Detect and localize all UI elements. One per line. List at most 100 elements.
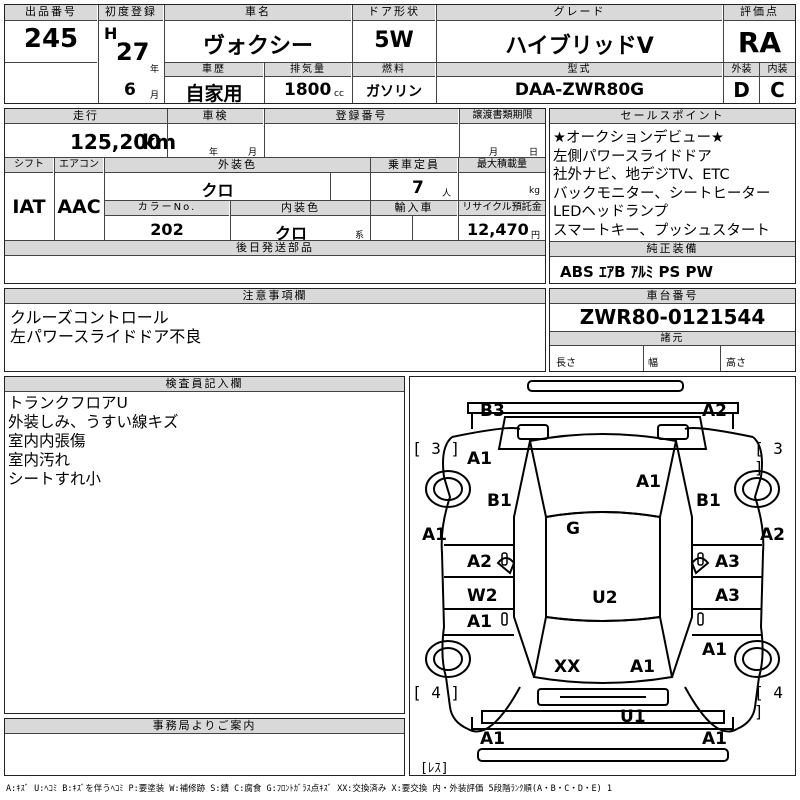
- displacement-label: 排気量: [265, 63, 351, 77]
- sales-point: スマートキー、プッシュスタート: [553, 222, 770, 239]
- month-unit: 月: [150, 91, 160, 101]
- door-label: ドア形状: [353, 5, 435, 21]
- tire-rr: [ 4 ]: [754, 683, 783, 721]
- seats-label: 乗車定員: [371, 158, 457, 173]
- color-label: 外装色: [105, 158, 370, 173]
- dim-length: 長さ: [556, 358, 576, 369]
- int-color: クロ: [274, 224, 307, 243]
- inspection-label: 車検: [168, 109, 263, 124]
- mark-a1-roof: A1: [630, 657, 655, 677]
- mark-a1-hood: A1: [636, 472, 661, 492]
- mark-b3: B3: [480, 401, 505, 421]
- mark-a1-rr: A1: [702, 640, 727, 660]
- mark-a1-rr-corner: A1: [702, 729, 727, 749]
- history: 自家用: [185, 83, 243, 105]
- era: H: [104, 24, 118, 43]
- equipment: ABS ｴｱB ｱﾙﾐ PS PW: [560, 263, 714, 281]
- tire-fl: [ 3 ]: [412, 439, 461, 458]
- ac: AAC: [57, 196, 101, 218]
- recycle-label: リサイクル預託金: [459, 201, 545, 216]
- shift-label: シフト: [5, 158, 53, 173]
- cc-unit: cc: [334, 89, 344, 99]
- color-no-label: カラーNo.: [105, 201, 229, 216]
- inspector-box: [4, 376, 405, 714]
- score-label: 評価点: [724, 5, 795, 21]
- history-label: 車歴: [165, 63, 263, 77]
- reg-year: 27: [116, 38, 150, 66]
- inspector-label: 検査員記入欄: [5, 377, 404, 392]
- dim-height: 高さ: [726, 358, 746, 369]
- tire-rl: [ 4 ]: [412, 683, 461, 702]
- sales-point: ★オークションデビュー★: [553, 130, 724, 146]
- mark-u1: U1: [620, 707, 646, 727]
- sales-points-list: ★オークションデビュー★ 左側パワースライドドア 社外ナビ、地デジTV、ETC …: [553, 129, 795, 240]
- recycle-fee: 12,470: [467, 220, 529, 239]
- model-label: 型式: [437, 63, 722, 77]
- mark-a3-rear: A3: [715, 586, 740, 606]
- load-label: 最大積載量: [459, 158, 545, 173]
- mileage-unit: km: [142, 130, 177, 154]
- ac-label: エアコン: [55, 158, 103, 173]
- later-parts-label: 後日発送部品: [5, 241, 545, 256]
- regno-label: 登録番号: [265, 109, 458, 124]
- mileage: 125,200: [70, 130, 162, 154]
- car-outline: [425, 380, 780, 762]
- recycle-unit: 円: [531, 231, 541, 241]
- notes-list: クルーズコントロール 左パワースライドドア不良: [10, 308, 201, 346]
- car-name: ヴォクシー: [202, 34, 313, 59]
- transfer-month: 月: [489, 148, 499, 158]
- legend: A:ｷｽﾞ U:ﾍｺﾐ B:ｷｽﾞを伴うﾍｺﾐ P:要塗装 W:補修跡 S:錆 …: [6, 784, 612, 794]
- interior-label: 内装: [760, 63, 795, 77]
- exterior-label: 外装: [724, 63, 759, 77]
- model: DAA-ZWR80G: [514, 80, 645, 100]
- dim-width: 幅: [648, 358, 658, 369]
- spare-tire: [ﾚｽ]: [420, 761, 449, 776]
- inspector-line: 外装しみ、うすい線キズ: [8, 413, 179, 431]
- mark-w2: W2: [467, 586, 498, 606]
- fuel: ガソリン: [366, 84, 422, 100]
- mark-a1-left: A1: [422, 525, 447, 545]
- mileage-label: 走行: [5, 109, 167, 124]
- grade-label: グレード: [437, 5, 722, 21]
- sales-point: バックモニター、シートヒーター: [553, 185, 771, 202]
- mark-b1-left: B1: [487, 491, 512, 511]
- chassis-label: 車台番号: [550, 289, 795, 304]
- chassis-no: ZWR80-0121544: [579, 305, 766, 329]
- transfer-label: 譲渡書類期限: [460, 109, 545, 124]
- note-line: 左パワースライドドア不良: [10, 327, 202, 346]
- mark-a1-rl-door: A1: [467, 612, 492, 632]
- inspection-month-unit: 月: [248, 148, 258, 158]
- grade: ハイブリッドV: [505, 34, 654, 59]
- score: RA: [737, 26, 782, 59]
- dims-label: 諸元: [550, 332, 795, 346]
- sales-points-label: セールスポイント: [550, 109, 795, 124]
- interior-grade: C: [770, 78, 785, 102]
- office-label: 事務局よりご案内: [5, 719, 404, 734]
- inspection-year-unit: 年: [209, 148, 219, 158]
- mark-g: G: [566, 519, 580, 539]
- int-color-unit: 系: [355, 231, 365, 241]
- mark-a2-door: A2: [467, 552, 492, 572]
- mark-a2-top: A2: [702, 401, 727, 421]
- color-no: 202: [150, 220, 184, 239]
- lot-no: 245: [23, 24, 79, 54]
- mark-xx: XX: [554, 657, 581, 677]
- seats: 7: [412, 178, 424, 198]
- inspector-line: 室内汚れ: [8, 451, 71, 469]
- inspector-list: トランクフロアU 外装しみ、うすい線キズ 室内内張傷 室内汚れ シートすれ小: [8, 394, 179, 489]
- mark-a1-lf: A1: [467, 449, 492, 469]
- inspector-line: 室内内張傷: [8, 432, 86, 450]
- exterior-grade: D: [733, 78, 750, 102]
- transfer-day: 日: [529, 148, 539, 158]
- note-line: クルーズコントロール: [10, 308, 169, 327]
- color: クロ: [201, 181, 234, 200]
- first-reg-label: 初度登録: [99, 5, 163, 21]
- mark-a1-rl-corner: A1: [480, 729, 505, 749]
- inspector-line: シートすれ小: [8, 470, 102, 488]
- year-unit: 年: [150, 65, 160, 75]
- shift: IAT: [12, 196, 46, 218]
- import-label: 輸入車: [371, 201, 457, 216]
- car-name-label: 車名: [165, 5, 351, 21]
- reg-month: 6: [124, 80, 136, 100]
- notes-label: 注意事項欄: [5, 289, 545, 304]
